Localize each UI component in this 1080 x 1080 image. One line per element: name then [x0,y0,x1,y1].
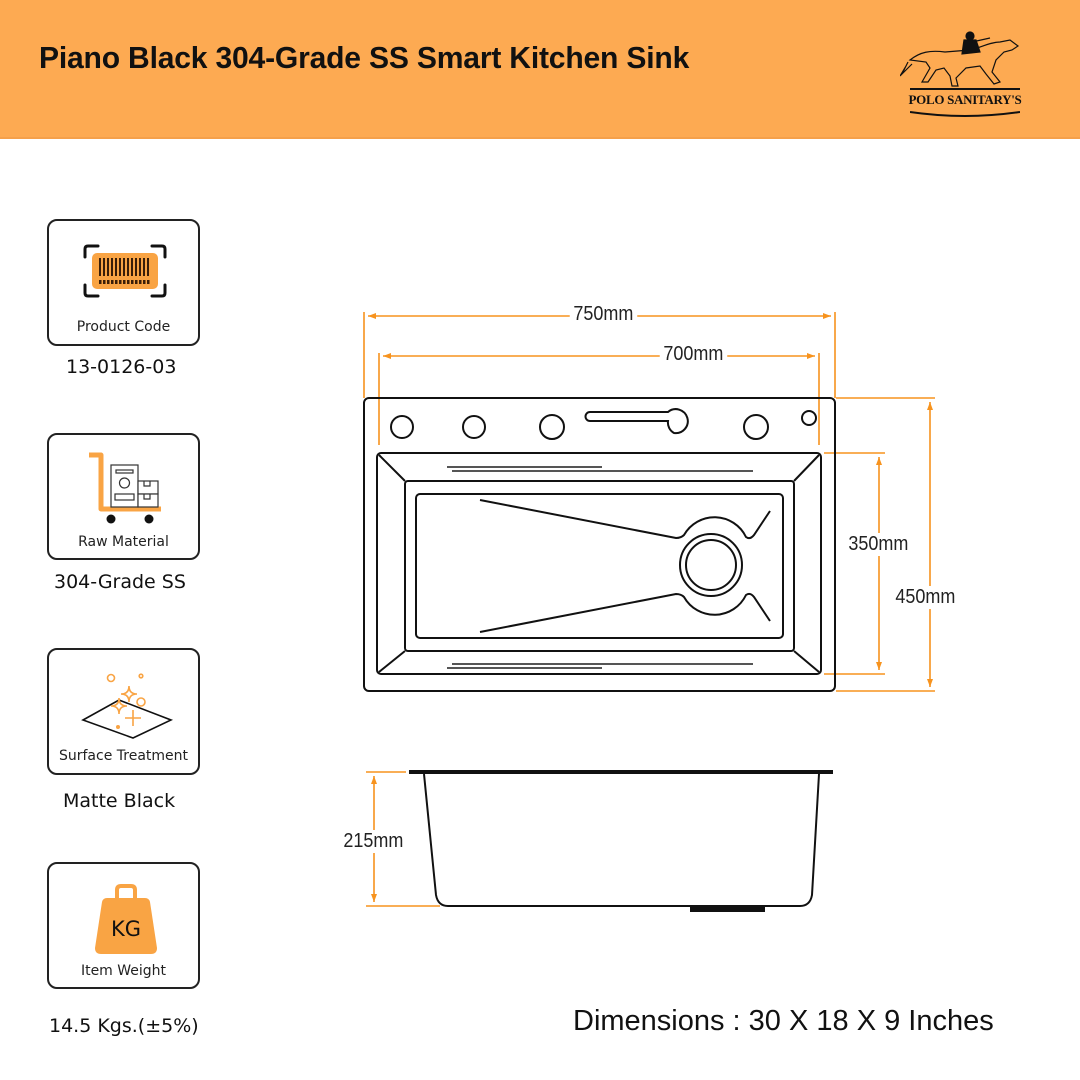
spec-card-item-weight: KG Item Weight [47,862,200,989]
page-title: Piano Black 304-Grade SS Smart Kitchen S… [39,40,690,75]
spec-card-product-code: Product Code [47,219,200,346]
dim-outer-width: 750mm [569,303,637,326]
brand-name: POLO SANITARY'S [908,92,1022,107]
header-banner: Piano Black 304-Grade SS Smart Kitchen S… [0,0,1080,139]
dim-inner-depth: 350mm [844,533,912,556]
spec-value-surface-treatment: Matte Black [63,790,176,812]
spec-value-product-code: 13-0126-03 [66,356,177,378]
weight-icon: KG [95,884,157,954]
weight-icon-text: KG [111,917,141,941]
logo-underline [910,88,1020,90]
spec-label: Item Weight [80,963,167,979]
spec-value-raw-material: 304-Grade SS [54,571,186,593]
spec-value-item-weight: 14.5 Kgs.(±5%) [49,1015,199,1037]
brand-logo: POLO SANITARY'S [899,30,1030,122]
dim-inner-width: 700mm [659,343,727,366]
spec-label: Raw Material [78,534,169,550]
barcode-icon [83,244,167,298]
horse-rider-icon [899,31,1020,87]
dim-outer-depth: 450mm [891,586,959,609]
dimensions-summary: Dimensions : 30 X 18 X 9 Inches [573,1005,994,1037]
dim-height: 215mm [339,830,407,853]
logo-underline-curve [910,111,1020,117]
spec-card-raw-material: Raw Material [47,433,200,560]
spec-label: Product Code [76,319,171,335]
sparkle-surface-icon [81,673,174,739]
cart-icon [89,452,161,524]
spec-label: Surface Treatment [58,748,189,764]
spec-card-surface-treatment: Surface Treatment [47,648,200,775]
